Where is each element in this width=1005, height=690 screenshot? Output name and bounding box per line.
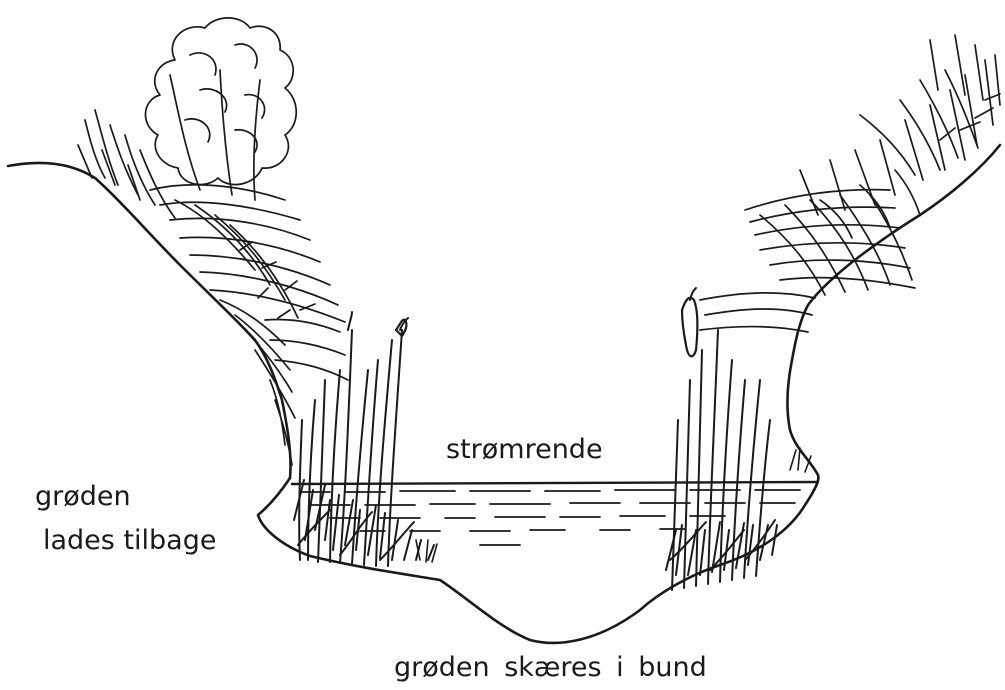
label-left-line1: grøden xyxy=(35,483,131,510)
label-left-line2: lades tilbage xyxy=(43,527,216,554)
left-reeds xyxy=(294,312,434,566)
water-surface-line xyxy=(292,482,818,484)
right-shrub-foliage xyxy=(700,35,1000,332)
channel-bed-outline xyxy=(258,475,818,643)
label-bottom: grøden skæres i bund xyxy=(394,654,707,681)
left-bank-outline xyxy=(8,163,291,478)
label-channel: strømrende xyxy=(446,436,603,463)
left-shrub-foliage xyxy=(78,18,348,465)
right-bank-outline xyxy=(787,145,1000,475)
right-reeds xyxy=(666,288,777,590)
